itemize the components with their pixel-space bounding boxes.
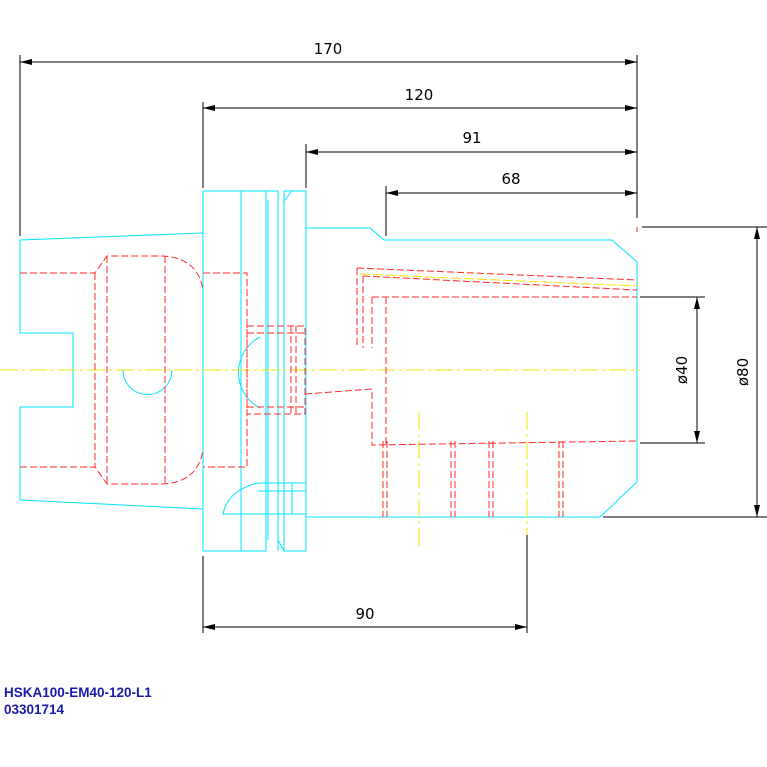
dimension-labels: 170 120 91 68 90 ø40 ø80 — [314, 40, 752, 623]
dim-170-label: 170 — [314, 40, 343, 58]
dim-90-label: 90 — [355, 605, 374, 623]
part-outline — [19, 190, 638, 552]
part-name-label: HSKA100-EM40-120-L1 — [4, 685, 152, 700]
part-number-label: 03301714 — [4, 702, 65, 717]
hidden-lines — [20, 255, 638, 517]
dim-120-label: 120 — [405, 86, 434, 104]
dim-68-label: 68 — [501, 170, 520, 188]
dim-d80-label: ø80 — [734, 358, 752, 386]
dim-d40-label: ø40 — [673, 356, 691, 384]
centerlines — [0, 273, 640, 548]
dimension-lines — [19, 55, 767, 633]
dim-91-label: 91 — [462, 129, 481, 147]
